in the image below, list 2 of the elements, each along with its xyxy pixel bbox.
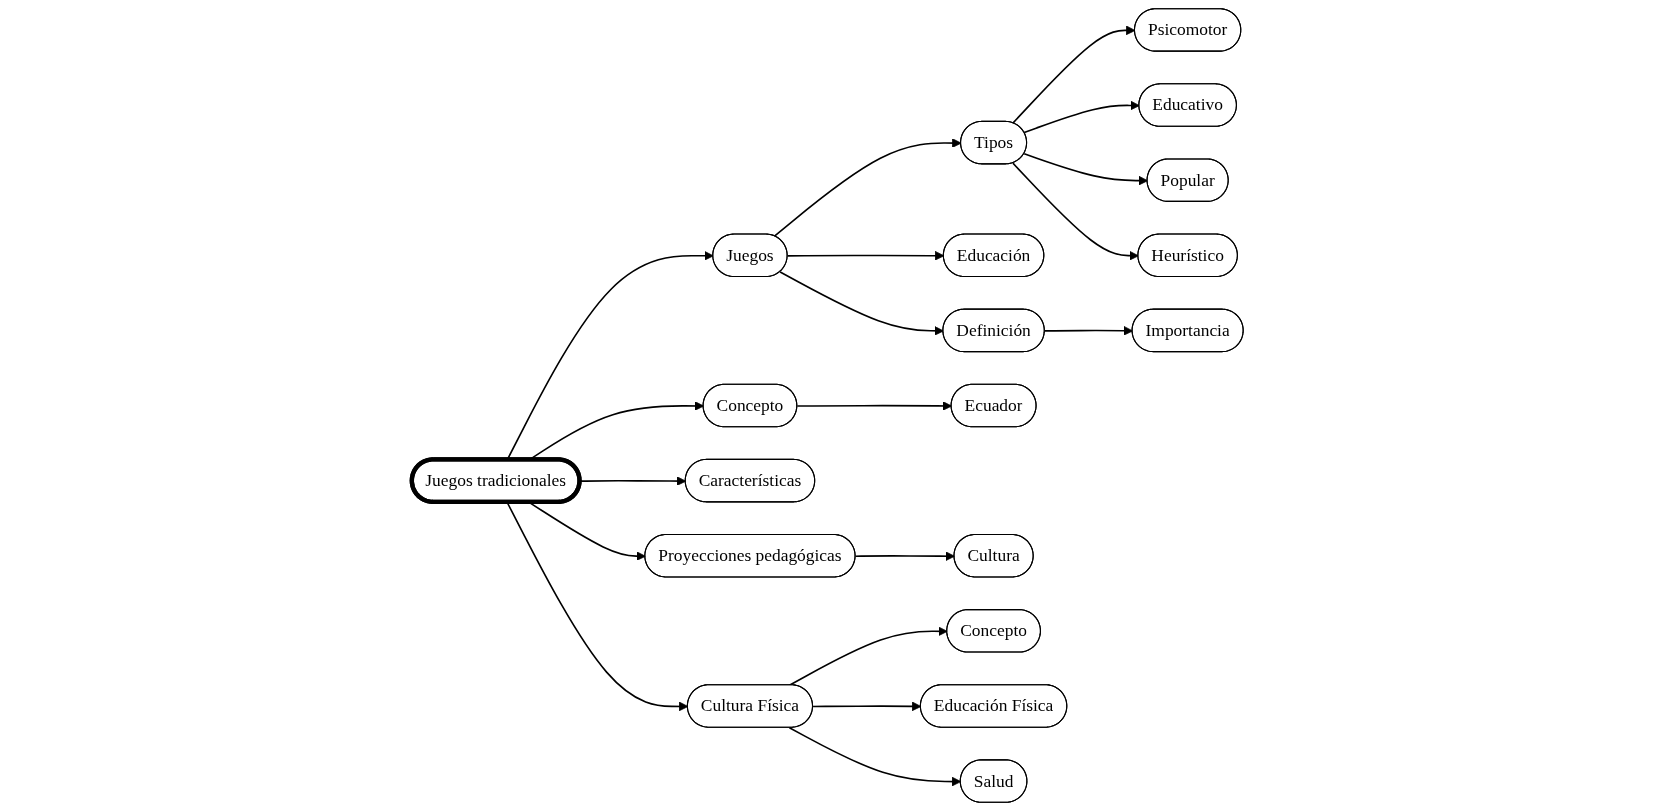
arrow [779,271,944,336]
arrow [1012,162,1139,261]
